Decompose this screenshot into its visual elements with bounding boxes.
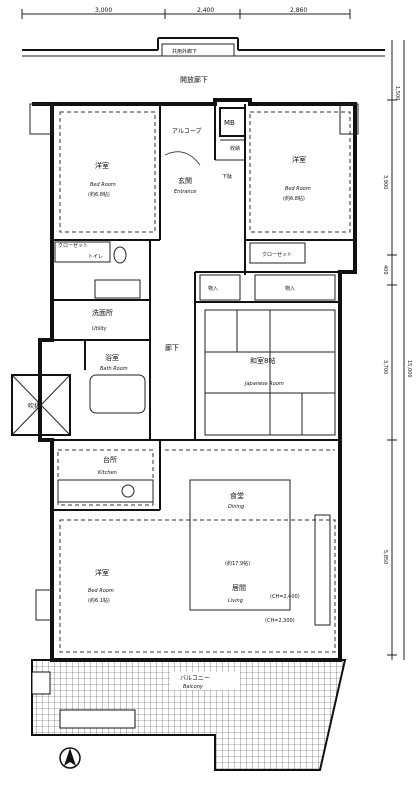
dim-right-2: 3,900 — [382, 175, 388, 189]
bedroom-left-size: (約6.8帖) — [88, 191, 110, 198]
bedroom-bottom-label-en: Bed Room — [88, 588, 114, 594]
closet-left — [54, 241, 111, 263]
japanese-room-label-en: Japanese Room — [244, 381, 284, 387]
dim-right-4: 3,700 — [382, 360, 388, 374]
living-label-en: Living — [228, 598, 243, 604]
tatami-grid — [204, 309, 336, 436]
dining-living-area — [189, 479, 291, 611]
bedroom-right-label-en: Bed Room — [285, 186, 311, 192]
balcony-label-en: Balcony — [183, 684, 204, 690]
kitchen-sink — [121, 484, 135, 498]
balcony — [31, 659, 347, 771]
interior-walls — [52, 104, 355, 511]
dim-top-2: 2,400 — [197, 7, 214, 14]
toilet-bowl — [113, 246, 127, 264]
storage-label-2: 物入 — [285, 285, 295, 292]
exterior-walls — [29, 98, 359, 662]
shaft — [11, 374, 71, 436]
balcony-hatch — [59, 709, 136, 729]
dim-right-1: 1,500 — [394, 86, 400, 100]
dining-label-en: Dining — [228, 504, 244, 510]
dim-right-total: 15,000 — [406, 360, 412, 378]
open-corridor-label: 開放廊下 — [180, 75, 208, 84]
kitchen-label-en: Kitchen — [98, 470, 117, 476]
bedroom-bottom-size: (約6.1帖) — [88, 597, 110, 604]
living-size: (約17.9帖) — [225, 560, 250, 567]
bath-label-jp: 浴室 — [105, 353, 119, 362]
kitchen-counter — [57, 479, 154, 503]
washbasin — [94, 279, 141, 299]
ceiling-height-2: (CH=2,300) — [265, 618, 295, 624]
washroom-label-en: Utility — [92, 326, 108, 332]
closet-right-label: クローゼット — [262, 251, 292, 258]
entrance-label-en: Entrance — [174, 189, 196, 195]
ceiling-height-1: (CH=2,400) — [270, 594, 300, 600]
shoes-label: 下駄 — [222, 173, 232, 180]
toilet-label: トイレ — [88, 254, 103, 260]
dashed-ceiling-lines — [57, 111, 351, 653]
dimension-lines — [21, 9, 405, 660]
dining-label-jp: 食堂 — [230, 491, 244, 500]
closet-small-label: 收納 — [230, 145, 240, 152]
living-label-jp: 居間 — [232, 584, 246, 592]
bedroom-bottom-label-jp: 洋室 — [95, 568, 109, 577]
bedroom-left-label-en: Bed Room — [90, 182, 116, 188]
alcove-label: アルコーブ — [172, 127, 201, 135]
entrance-label-jp: 玄関 — [178, 176, 192, 185]
dim-right-5: 5,850 — [382, 550, 388, 564]
bathtub — [89, 374, 146, 414]
outer-corridor — [22, 37, 385, 57]
washroom-label-jp: 洗面所 — [92, 308, 113, 317]
balcony-outdoor-unit — [31, 671, 51, 695]
balcony-label-jp: バルコニー — [180, 675, 210, 682]
entrance-door-arc — [164, 151, 201, 166]
dim-top-3: 2,860 — [290, 7, 307, 14]
hallway-label: 廊下 — [165, 343, 179, 352]
dim-right-3: 400 — [382, 265, 388, 275]
storage-box-2 — [254, 274, 336, 301]
bedroom-left-label-jp: 洋室 — [95, 161, 109, 170]
storage-box-1 — [199, 274, 241, 301]
dim-top-1: 3,000 — [95, 7, 112, 14]
bedroom-right-label-jp: 洋室 — [292, 155, 306, 164]
bath-label-en: Bath Room — [100, 366, 128, 372]
outdoor-unit-left — [35, 589, 53, 621]
meter-box — [219, 107, 246, 137]
north-arrow-icon — [59, 747, 81, 769]
japanese-room-label-jp: 和室8帖 — [250, 356, 275, 365]
bedroom-right-size: (約6.8帖) — [283, 195, 305, 202]
balcony-label-bg — [170, 672, 240, 690]
storage-label-1: 物入 — [208, 285, 218, 292]
closet-left-label: クローゼット — [58, 242, 88, 249]
mb-label: MB — [224, 119, 235, 127]
kitchen-label-jp: 台所 — [103, 455, 117, 464]
tv-storage — [314, 514, 331, 626]
outer-corridor-label: 共用外廊下 — [172, 48, 197, 55]
shaft-label: 吹抜 — [28, 402, 40, 410]
closet-right — [249, 242, 306, 264]
